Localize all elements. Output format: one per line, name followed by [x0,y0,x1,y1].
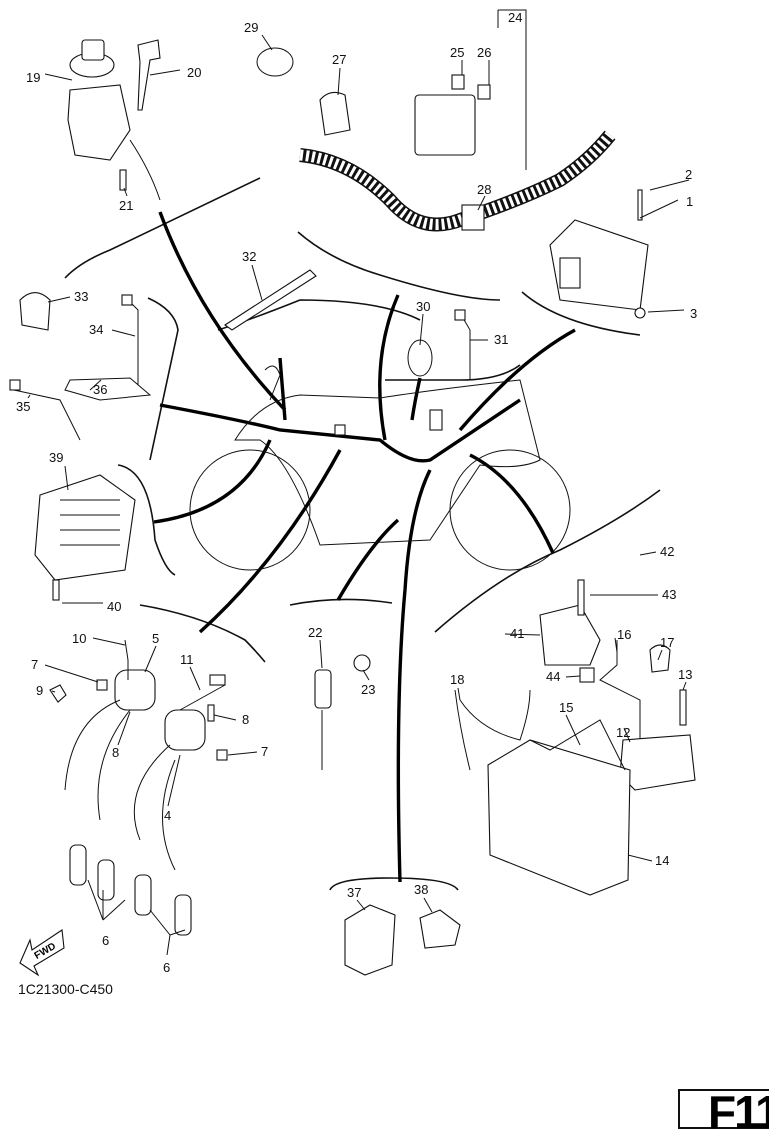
callout-29: 29 [244,20,258,35]
page-label: F11 [708,1086,769,1138]
page-label-box: F11 [678,1086,769,1138]
callout-11: 11 [180,652,194,667]
callout-1: 1 [686,194,693,209]
callout-6b: 6 [163,960,170,975]
callout-4: 4 [164,808,171,823]
motorcycle-outline [189,365,571,571]
callout-13: 13 [678,667,692,682]
callout-39: 39 [49,450,63,465]
callout-35: 35 [16,399,30,414]
callout-23: 23 [361,682,375,697]
callout-26: 26 [477,45,491,60]
callout-36: 36 [93,382,107,397]
callout-43: 43 [662,587,676,602]
callout-6: 6 [102,933,109,948]
callout-25: 25 [450,45,464,60]
callout-27: 27 [332,52,346,67]
callout-3: 3 [690,306,697,321]
callout-20: 20 [187,65,201,80]
callout-34: 34 [89,322,103,337]
callout-7b: 7 [261,744,268,759]
callout-12: 12 [616,725,630,740]
callout-labels: 24 29 27 25 26 19 20 2 1 21 28 3 32 33 3… [16,10,697,975]
callout-16: 16 [617,627,631,642]
callout-19: 19 [26,70,40,85]
callout-17: 17 [660,635,674,650]
diagram-code: 1C21300-C450 [18,981,113,997]
callout-10: 10 [72,631,86,646]
callout-5: 5 [152,631,159,646]
callout-28: 28 [477,182,491,197]
callout-22: 22 [308,625,322,640]
callout-2: 2 [685,167,692,182]
callout-24: 24 [508,10,522,25]
callout-9: 9 [36,683,43,698]
wire-harness [153,211,576,883]
callout-33: 33 [74,289,88,304]
callout-30: 30 [416,299,430,314]
callout-21: 21 [119,198,133,213]
callout-42: 42 [660,544,674,559]
callout-14: 14 [655,853,669,868]
parts [9,39,696,977]
callout-8: 8 [242,712,249,727]
callout-15: 15 [559,700,573,715]
callout-18: 18 [450,672,464,687]
callout-44: 44 [546,669,560,684]
callout-32: 32 [242,249,256,264]
callout-41: 41 [510,626,524,641]
callout-38: 38 [414,882,428,897]
callout-37: 37 [347,885,361,900]
callout-40: 40 [107,599,121,614]
callout-8b: 8 [112,745,119,760]
callout-7: 7 [31,657,38,672]
leader-lines [27,9,690,956]
callout-31: 31 [494,332,508,347]
